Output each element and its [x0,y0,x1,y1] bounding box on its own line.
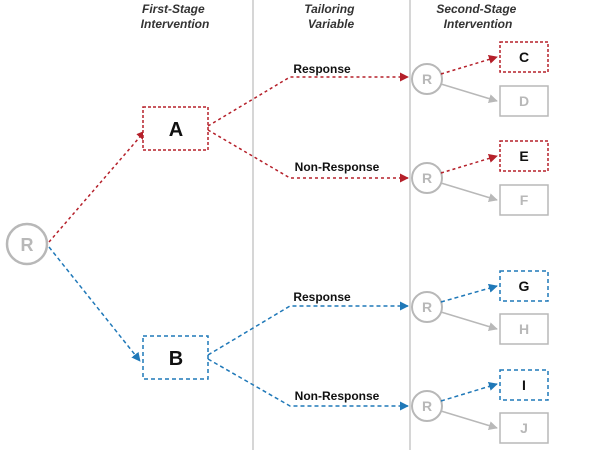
randomization-node-a-nonresponse [411,162,443,194]
randomization-node-a-nonresponse-label: R [422,170,432,186]
edge-b-nonresponse [207,358,409,411]
option-box-b [142,335,209,380]
header-first-stage: First-Stage Intervention [141,2,210,31]
edge-b-response [207,301,409,356]
label-b-nonresponse: Non-Response [295,389,380,403]
label-b-response: Response [293,290,351,304]
option-box-i [499,369,549,401]
label-a-response: Response [293,62,351,76]
option-box-i-label: I [522,377,526,393]
randomization-node-initial-label: R [21,235,34,255]
edge-node2-to-e [440,154,498,174]
header-second-stage: Second-Stage Intervention [436,2,519,31]
label-a-nonresponse: Non-Response [295,160,380,174]
header-tailoring-line1: Tailoring [304,2,355,16]
option-box-e-label: E [519,148,528,164]
option-box-h-label: H [519,321,529,337]
randomization-node-b-nonresponse-label: R [422,398,432,414]
option-box-d-label: D [519,93,529,109]
randomization-node-b-response [411,291,443,323]
option-box-j-label: J [520,420,528,436]
randomization-node-initial [5,222,49,266]
option-box-f-label: F [520,192,529,208]
randomization-node-a-response-label: R [422,71,432,87]
edge-node2-to-f [440,182,498,202]
edge-a-response [207,72,409,127]
edge-node4-to-i [440,382,498,402]
randomization-node-b-response-label: R [422,299,432,315]
edge-node1-to-c [440,55,498,75]
option-box-b-label: B [169,348,183,370]
edge-node1-to-d [440,83,498,103]
option-box-g-label: G [519,278,530,294]
header-second-stage-line1: Second-Stage [436,2,516,16]
edge-root-to-a [48,130,146,243]
option-box-f [499,184,549,216]
option-box-j [499,412,549,444]
edge-root-to-b [48,246,141,362]
edge-node3-to-h [440,311,498,331]
edge-node3-to-g [440,283,498,303]
option-box-c [499,41,549,73]
header-tailoring-line2: Variable [308,17,355,31]
header-tailoring: Tailoring Variable [304,2,358,31]
option-box-e [499,140,549,172]
option-box-c-label: C [519,49,529,65]
header-second-stage-line2: Intervention [444,17,513,31]
randomization-node-a-response [411,63,443,95]
header-first-stage-line1: First-Stage [142,2,205,16]
header-first-stage-line2: Intervention [141,17,210,31]
option-box-d [499,85,549,117]
option-box-g [499,270,549,302]
edge-a-nonresponse [207,129,409,183]
option-box-h [499,313,549,345]
randomization-node-b-nonresponse [411,390,443,422]
option-box-a [142,106,209,151]
edge-node4-to-j [440,410,498,430]
option-box-a-label: A [169,119,183,141]
